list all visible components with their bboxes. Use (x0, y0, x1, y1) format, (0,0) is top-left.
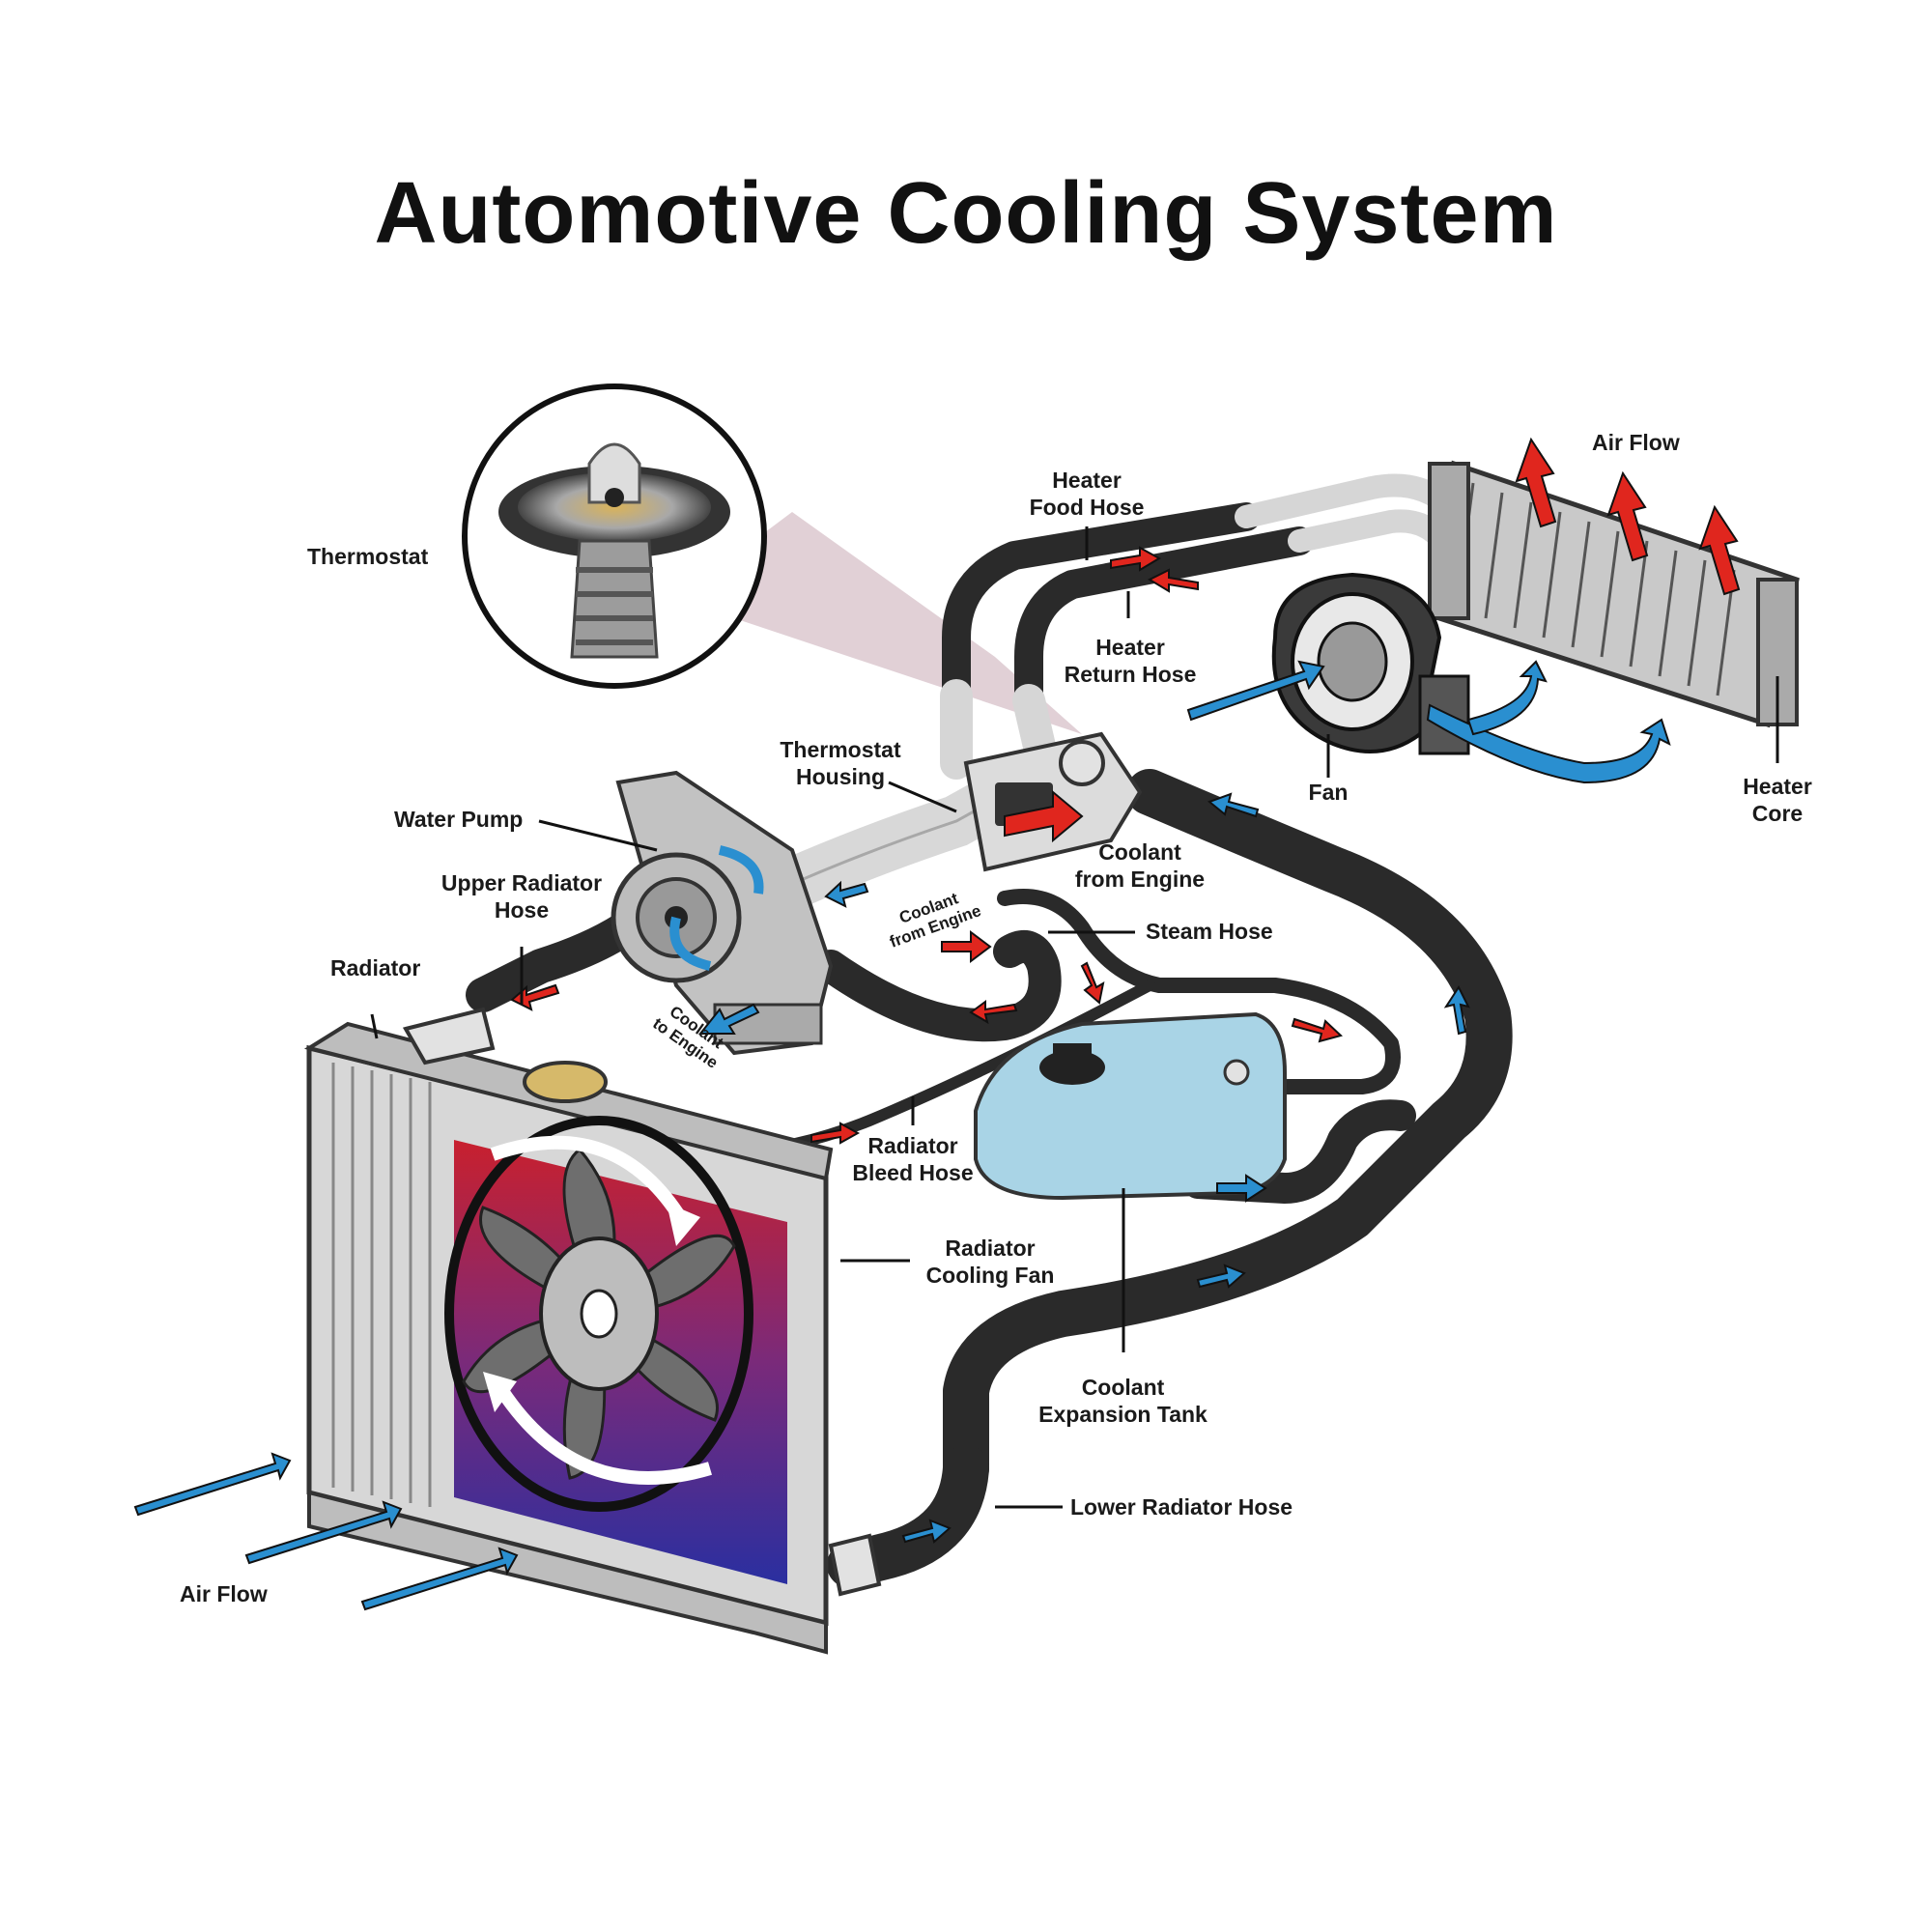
label-thermostat: Thermostat (307, 544, 429, 569)
thermostat-inset (462, 384, 767, 689)
page-title: Automotive Cooling System (374, 165, 1558, 262)
leader-lines (370, 526, 1779, 1509)
steam-hose (997, 889, 1401, 1094)
main-return-hose (943, 769, 1513, 1492)
label-lower-radiator-hose: Lower Radiator Hose (1070, 1494, 1293, 1520)
coolant-expansion-tank (974, 1011, 1287, 1201)
cold-flow-arrows (133, 660, 1671, 1611)
heater-core (1428, 460, 1800, 728)
label-heater-food-hose: Heater Food Hose (1029, 468, 1145, 520)
label-thermostat-housing: Thermostat Housing (780, 737, 901, 789)
label-coolant-from-engine: Coolant from Engine (1074, 839, 1206, 892)
label-steam-hose: Steam Hose (1146, 919, 1273, 944)
callout-wedge (676, 512, 1082, 734)
label-coolant-expansion-tank: Coolant Expansion Tank (1038, 1375, 1208, 1427)
label-air-flow-top: Air Flow (1592, 430, 1680, 455)
blower-fan (1271, 572, 1470, 755)
label-radiator-cooling-fan: Radiator Cooling Fan (925, 1236, 1055, 1288)
heater-food-hose (942, 502, 1261, 710)
label-heater-return-hose: Heater Return Hose (1064, 635, 1197, 687)
heater-return-hose (1014, 526, 1314, 715)
label-fan: Fan (1308, 780, 1349, 805)
label-radiator: Radiator (330, 955, 421, 980)
label-radiator-bleed-hose: Radiator Bleed Hose (852, 1133, 974, 1185)
coolant-pump-hose (814, 930, 1062, 1042)
expansion-tank-hose (1182, 1099, 1416, 1204)
radiator-cooling-fan (444, 1116, 753, 1512)
label-heater-core: Heater Core (1743, 774, 1812, 826)
hot-flow-arrows (510, 437, 1741, 1145)
label-air-flow-bottom: Air Flow (180, 1581, 268, 1606)
label-water-pump: Water Pump (394, 807, 524, 832)
label-upper-radiator-hose: Upper Radiator Hose (440, 870, 603, 923)
